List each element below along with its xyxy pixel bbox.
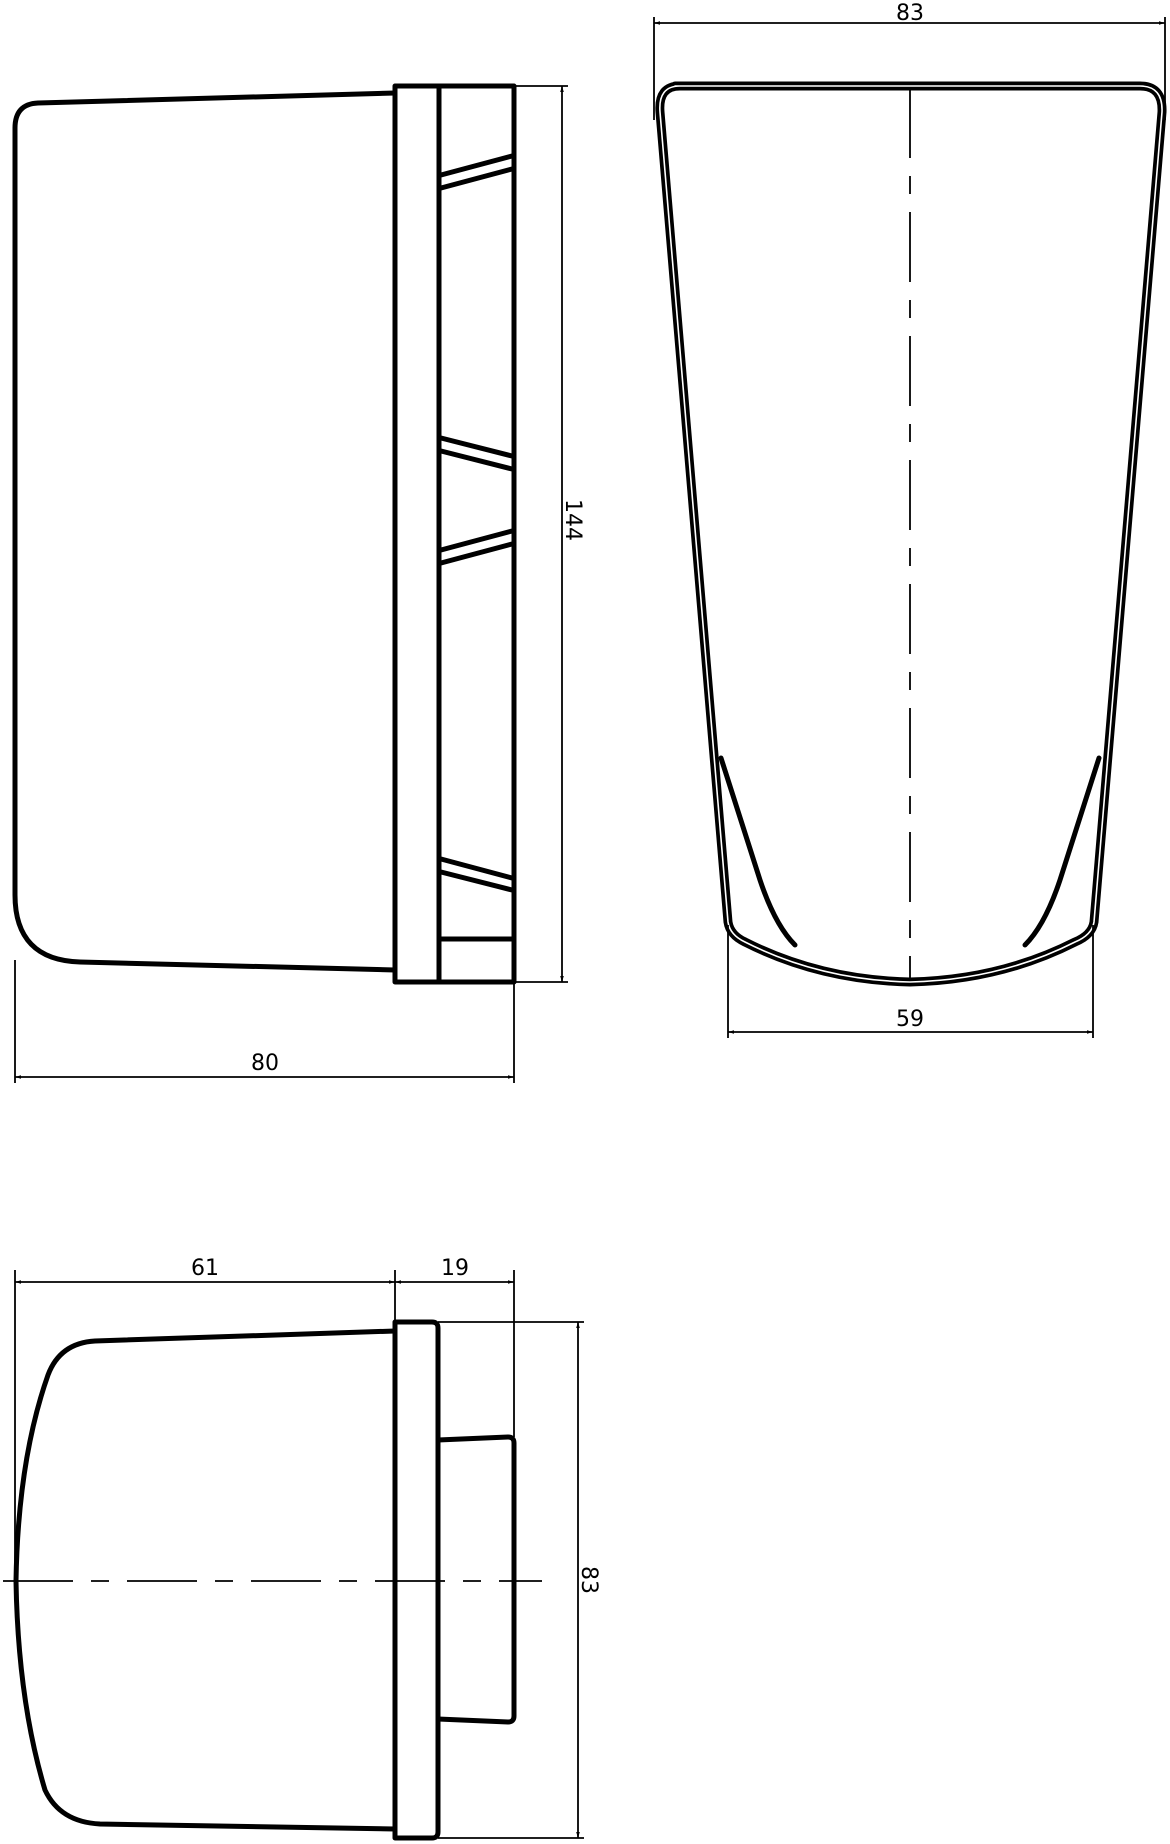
side-body-outline bbox=[12, 90, 398, 973]
side-ribs bbox=[438, 153, 515, 942]
front-outline-inner bbox=[659, 85, 1163, 983]
side-collar-outer bbox=[392, 83, 442, 985]
front-outline bbox=[655, 81, 1167, 987]
dimension-83-side: 83 bbox=[438, 1321, 601, 1839]
top-view: 61 19 83 bbox=[3, 1256, 601, 1841]
top-step bbox=[435, 1434, 517, 1725]
top-body-outline bbox=[13, 1328, 398, 1832]
top-collar bbox=[392, 1319, 441, 1841]
dimension-label-59: 59 bbox=[896, 1007, 924, 1032]
side-collar-inner bbox=[436, 83, 517, 985]
dimension-19: 19 bbox=[395, 1256, 515, 1437]
dimension-label-144: 144 bbox=[560, 499, 585, 541]
dimension-label-83-side: 83 bbox=[576, 1566, 601, 1594]
dimension-144: 144 bbox=[514, 85, 585, 983]
dimension-label-83-top: 83 bbox=[896, 1, 924, 26]
front-taper-left bbox=[718, 755, 798, 948]
dimension-label-19: 19 bbox=[441, 1256, 469, 1281]
dimension-label-61: 61 bbox=[191, 1256, 219, 1281]
side-view: 144 80 bbox=[12, 83, 585, 1083]
dimension-80: 80 bbox=[14, 960, 515, 1083]
dimension-59: 59 bbox=[727, 925, 1094, 1038]
dimension-61: 61 bbox=[14, 1256, 396, 1581]
dimension-83-top: 83 bbox=[653, 1, 1166, 120]
front-taper-right bbox=[1022, 755, 1102, 948]
dimension-label-80: 80 bbox=[251, 1051, 279, 1076]
front-view: 83 59 bbox=[653, 1, 1167, 1038]
